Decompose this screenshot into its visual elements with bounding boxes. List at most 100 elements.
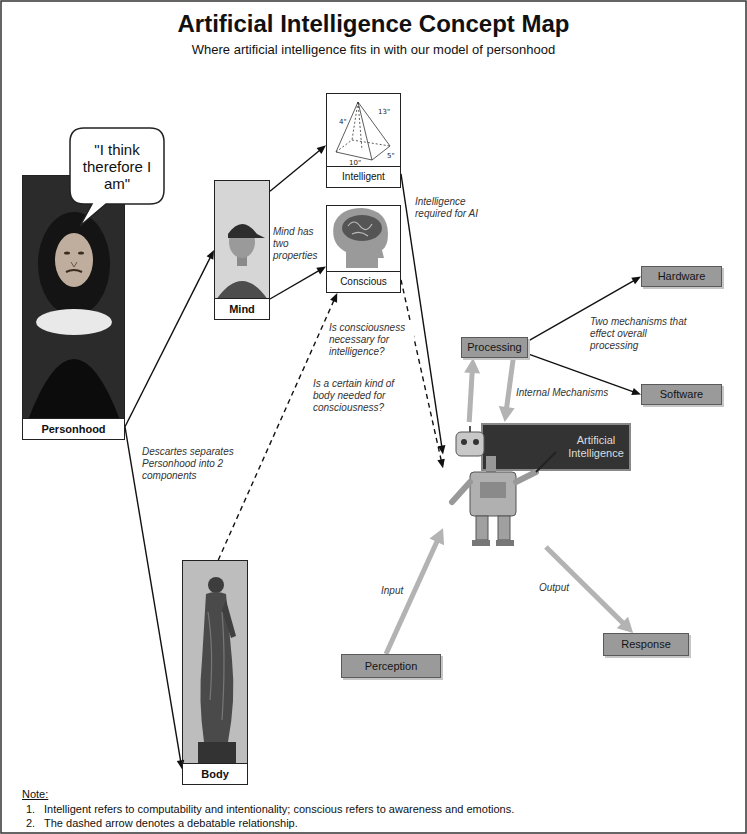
label-band: Mind (215, 298, 269, 319)
statue-head (208, 577, 224, 593)
connector (218, 293, 337, 560)
portrait-box: Personhood (22, 175, 125, 440)
arrow-head (617, 617, 633, 633)
connector-line (506, 358, 513, 410)
ai-figure: Artificial Intelligence (443, 422, 630, 547)
robot-head (456, 432, 484, 456)
arrow-head (330, 293, 337, 303)
pyramid-hidden-edges (336, 102, 390, 152)
robot-antenna (469, 426, 471, 432)
robot-leg (476, 516, 488, 540)
dimension-label: 13" (378, 108, 390, 116)
connector-line (469, 370, 472, 422)
robot-eye (461, 439, 467, 445)
arrow-head (437, 459, 444, 469)
node-label: Intelligent (342, 171, 385, 183)
concept-box: Conscious (326, 205, 401, 293)
arrow-head (317, 145, 326, 154)
connector (270, 267, 326, 299)
label-band: Personhood (23, 418, 124, 439)
edge-label: Is a certain kind of body needed for con… (312, 378, 414, 414)
concept-box: Intelligent (326, 93, 401, 188)
brain-shape (342, 215, 382, 241)
statue-folds (208, 612, 224, 720)
connector-line (270, 270, 320, 299)
robot-neck (486, 456, 496, 472)
pyramid-edges (336, 102, 390, 160)
board-text: Artificial Intelligence (567, 434, 625, 460)
annotation: Internal Mechanisms (516, 387, 626, 399)
bubble-text: "I think therefore I am" (76, 141, 158, 192)
node-label: Software (660, 388, 703, 401)
arrow-head (207, 250, 214, 260)
pyramid-drawing (336, 102, 390, 160)
process-box: Response (603, 633, 689, 656)
arrow-head (631, 388, 641, 395)
portrait-ground (23, 176, 124, 420)
node-label: Perception (365, 660, 418, 673)
node-label: Hardware (658, 270, 706, 283)
portrait-hair (38, 212, 110, 316)
arrow-head (499, 406, 515, 422)
note-text: The dashed arrow denotes a debatable rel… (44, 817, 734, 830)
connector (401, 280, 445, 468)
speech-bubble: "I think therefore I am" (70, 128, 164, 204)
connector-line (528, 354, 634, 392)
arrow-head (464, 358, 480, 373)
process-box: Hardware (641, 266, 722, 287)
brain-folds (348, 222, 372, 236)
note-number: 1. (26, 803, 35, 816)
dimension-label: 4" (339, 118, 347, 126)
connector (270, 145, 326, 191)
edge-label: Output (538, 582, 570, 594)
robot-leg (498, 516, 510, 540)
portrait-coat (28, 359, 120, 420)
diagram-title: Artificial Intelligence Concept Map (0, 10, 747, 38)
label-band: Conscious (327, 271, 400, 292)
portrait-nose (71, 262, 77, 267)
note-heading: Note: (22, 788, 48, 801)
note-number: 2. (26, 817, 35, 830)
edge-label: Is consciousness necessary for intellige… (328, 322, 414, 358)
portrait-eye (78, 251, 84, 254)
arrow-head (430, 528, 445, 545)
connector-line (218, 300, 334, 560)
process-box: Software (641, 384, 722, 405)
robot-body (470, 472, 516, 516)
edge-label: Input (380, 585, 404, 597)
arrow-head (631, 277, 641, 285)
robot-pointer (536, 452, 556, 472)
portrait-eye (64, 251, 70, 254)
photo-cap (228, 224, 265, 238)
portrait-box: Body (182, 560, 248, 785)
node-label: Mind (229, 303, 255, 316)
connector (499, 358, 515, 422)
annotation: Mind has two properties (273, 226, 325, 262)
connector-line (125, 256, 211, 426)
node-label: Conscious (340, 276, 387, 288)
portrait-face (55, 233, 93, 287)
annotation: Two mechanisms that effect overall proce… (590, 316, 690, 352)
note-text: Intelligent refers to computability and … (44, 803, 734, 816)
node-label: Processing (467, 341, 521, 354)
subtitle: Where artificial intelligence fits in wi… (0, 42, 747, 58)
process-box: Perception (341, 654, 441, 678)
portrait-box: Mind (214, 180, 270, 320)
portrait-moustache (66, 270, 82, 272)
blackboard (482, 424, 630, 470)
robot-foot (496, 540, 514, 546)
statue-ground (183, 561, 247, 765)
robot-foot (472, 540, 490, 546)
label-band: Body (183, 763, 247, 784)
robot-eye (473, 439, 479, 445)
label-band: Intelligent (327, 166, 400, 187)
connector-line (401, 280, 441, 461)
statue-arm (222, 600, 236, 638)
process-box: Processing (461, 337, 528, 358)
connector-line (270, 150, 320, 191)
bubble-shape (70, 128, 164, 226)
